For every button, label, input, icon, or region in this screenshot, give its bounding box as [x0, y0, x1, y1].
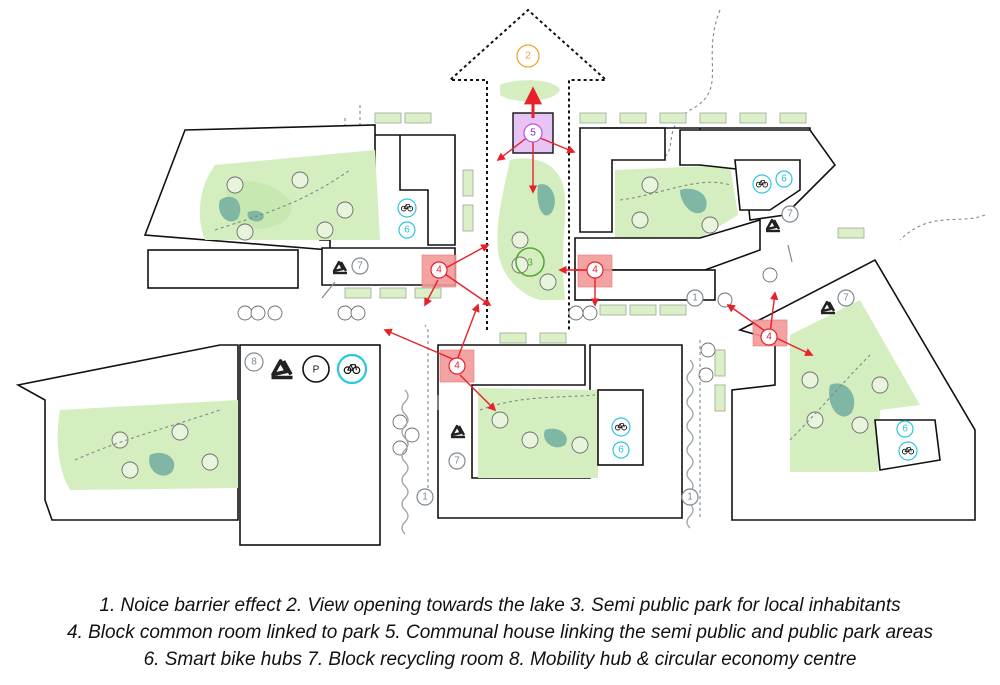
marker-7: 7: [448, 452, 466, 470]
svg-text:7: 7: [787, 209, 793, 220]
site-plan-diagram: 2 5 3 4 4 4 4 7 7 7 7 1: [15, 8, 986, 546]
legend-line-3: 6. Smart bike hubs 7. Block recycling ro…: [143, 649, 857, 670]
marker-1: 1: [686, 289, 704, 307]
svg-text:5: 5: [530, 128, 536, 139]
svg-text:4: 4: [592, 265, 598, 276]
mobility-hub-parking: P: [302, 355, 330, 383]
svg-text:7: 7: [454, 456, 460, 467]
svg-text:1: 1: [692, 293, 698, 304]
svg-text:7: 7: [843, 293, 849, 304]
trees: [111, 171, 889, 479]
svg-text:2: 2: [525, 51, 531, 62]
svg-text:1: 1: [687, 492, 693, 503]
building-south-centre: [437, 344, 683, 519]
marker-4: 4: [760, 328, 778, 346]
legend-line-1: 1. Noice barrier effect 2. View opening …: [99, 595, 901, 616]
marker-7: 7: [781, 205, 799, 223]
facade-rows: [344, 112, 865, 412]
svg-text:6: 6: [618, 445, 624, 456]
recycling-access-arrows: [321, 244, 793, 410]
marker-5: 5: [523, 123, 543, 143]
svg-text:4: 4: [454, 361, 460, 372]
marker-1: 1: [416, 488, 434, 506]
bike-hub-east: 6: [896, 420, 918, 461]
bike-hub-northwest: 6: [397, 198, 417, 239]
marker-8: 8: [244, 352, 264, 372]
svg-text:1: 1: [422, 492, 428, 503]
mobility-hub-bike: [336, 353, 368, 385]
marker-4: 4: [586, 261, 604, 279]
marker-1: 1: [681, 488, 699, 506]
bike-hub-northeast: 6: [752, 170, 793, 194]
svg-text:4: 4: [766, 332, 772, 343]
park-link-arrows: [383, 86, 814, 412]
svg-text:6: 6: [404, 225, 410, 236]
marker-7: 7: [351, 257, 369, 275]
legend-line-2: 4. Block common room linked to park 5. C…: [67, 622, 933, 643]
legend: 1. Noice barrier effect 2. View opening …: [0, 592, 1000, 673]
svg-text:6: 6: [781, 174, 787, 185]
svg-text:8: 8: [251, 357, 257, 368]
marker-3: 3: [515, 247, 545, 277]
marker-4: 4: [448, 357, 466, 375]
svg-text:7: 7: [357, 261, 363, 272]
svg-text:4: 4: [436, 265, 442, 276]
marker-2: 2: [516, 44, 540, 68]
svg-text:P: P: [313, 365, 320, 376]
svg-text:3: 3: [527, 258, 533, 269]
marker-7: 7: [837, 289, 855, 307]
recycling-icon: [764, 218, 782, 233]
view-opening-arrow: [447, 8, 609, 330]
marker-4: 4: [430, 261, 448, 279]
svg-text:6: 6: [902, 424, 908, 435]
bike-hub-south: 6: [611, 417, 631, 459]
